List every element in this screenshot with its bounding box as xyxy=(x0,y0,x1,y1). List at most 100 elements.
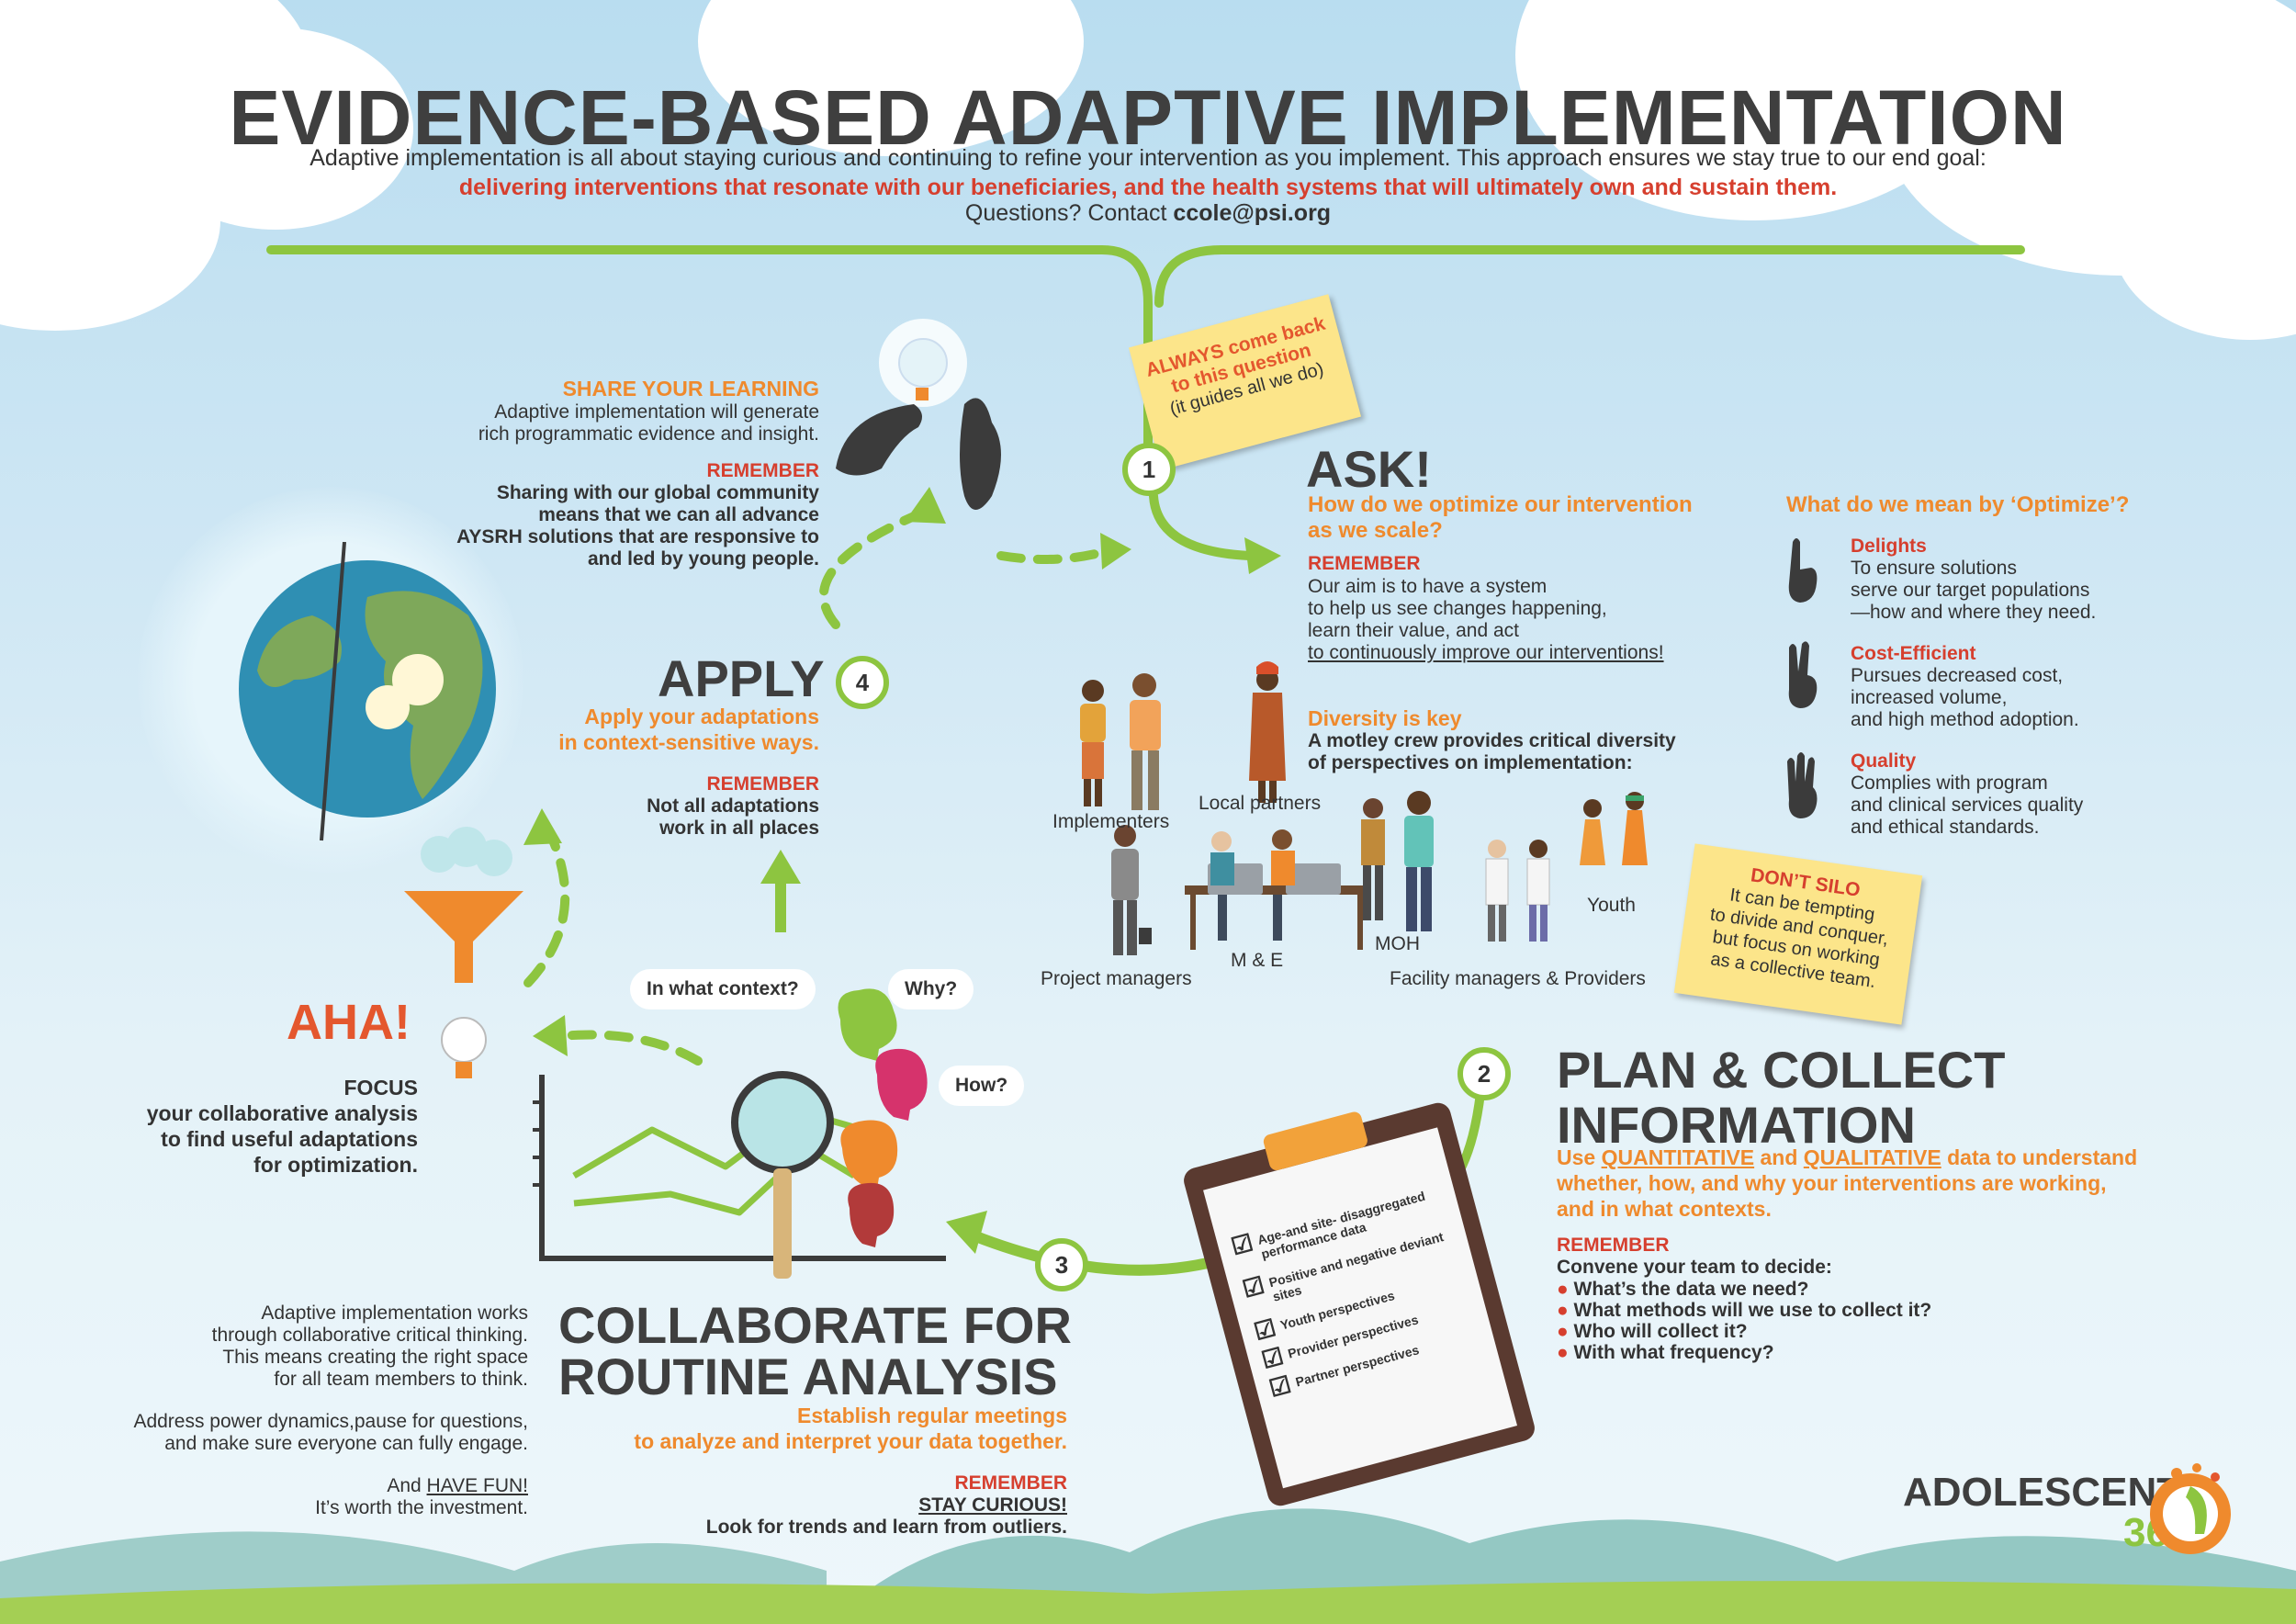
optimize-item-title: Cost-Efficient xyxy=(1851,643,1976,664)
optimize-item-title: Delights xyxy=(1851,536,1927,557)
optimize-quality: Quality Complies with program and clinic… xyxy=(1851,750,2083,839)
step-3-remember: REMEMBER xyxy=(954,1472,1067,1494)
label-m-and-e: M & E xyxy=(1231,950,1284,971)
optimize-item-line: —how and where they need. xyxy=(1851,602,2097,623)
checkbox-icon: ☑ xyxy=(1239,1270,1267,1303)
step-2-bullet-text: What methods will we use to collect it? xyxy=(1573,1300,1932,1321)
step-2-subtitle: Use QUANTITATIVE and QUALITATIVE data to… xyxy=(1557,1145,2137,1222)
youth-figures xyxy=(1580,792,1648,865)
step-3-stay-curious: STAY CURIOUS! xyxy=(918,1494,1067,1516)
step-3-subtitle: Establish regular meetings to analyze an… xyxy=(514,1403,1067,1454)
step-3-title: COLLABORATE FOR ROUTINE ANALYSIS xyxy=(558,1300,1072,1403)
optimize-item-line: and high method adoption. xyxy=(1851,709,2079,730)
diversity-title: Diversity is key xyxy=(1308,706,1462,730)
hands-sharing-lightbulb-icon xyxy=(836,319,1001,510)
step-4-remember-line: Not all adaptations xyxy=(647,795,819,817)
contact-prefix: Questions? Contact xyxy=(964,200,1174,226)
step-4-title: APPLY xyxy=(658,649,825,707)
step-4-remember-block: REMEMBER Not all adaptations work in all… xyxy=(459,773,819,840)
checklist: ☑Age-and site- disaggregated performance… xyxy=(1203,1127,1493,1403)
thinking-heads-illustration xyxy=(838,988,928,1247)
step-2-badge: 2 xyxy=(1458,1047,1511,1100)
step-2-bullet-text: With what frequency? xyxy=(1573,1342,1774,1363)
step-1-body: Our aim is to have a system to help us s… xyxy=(1308,576,1664,664)
collab-line: for all team members to think. xyxy=(274,1369,528,1390)
collab-line: and make sure everyone can fully engage. xyxy=(164,1433,528,1454)
aha-line: your collaborative analysis xyxy=(146,1101,418,1125)
contact-line: Questions? Contact ccole@psi.org xyxy=(0,200,2296,227)
checkbox-icon: ☑ xyxy=(1258,1341,1287,1374)
step-4-badge: 4 xyxy=(836,656,889,709)
optimize-heading: What do we mean by ‘Optimize’? xyxy=(1786,492,2130,517)
share-line: rich programmatic evidence and insight. xyxy=(478,423,819,445)
contact-email[interactable]: ccole@psi.org xyxy=(1173,200,1332,226)
optimize-item-line: To ensure solutions xyxy=(1851,558,2017,579)
step-1-title: ASK! xyxy=(1306,440,1432,498)
share-title: SHARE YOUR LEARNING xyxy=(562,377,819,400)
step-4-subtitle: Apply your adaptations in context-sensit… xyxy=(459,704,819,755)
step-2-rest: data to understand xyxy=(1941,1145,2138,1169)
step-3-subtitle-line: to analyze and interpret your data toget… xyxy=(634,1429,1067,1453)
optimize-item-line: and clinical services quality xyxy=(1851,795,2084,816)
step-2-and: and xyxy=(1754,1145,1804,1169)
label-implementers: Implementers xyxy=(1052,811,1170,832)
step-2-title-line: PLAN & COLLECT xyxy=(1557,1041,2006,1099)
bubble-how: How? xyxy=(939,1066,1025,1106)
diversity-body-line: of perspectives on implementation: xyxy=(1308,752,1633,773)
aha-line: to find useful adaptations xyxy=(161,1127,418,1151)
share-your-learning: SHARE YOUR LEARNING Adaptive implementat… xyxy=(367,377,819,570)
step-2-bullet-text: Who will collect it? xyxy=(1573,1321,1748,1342)
label-project-managers: Project managers xyxy=(1041,968,1192,989)
share-remember-line: AYSRH solutions that are responsive to xyxy=(456,526,819,547)
share-line: Adaptive implementation will generate xyxy=(494,401,819,423)
checkbox-icon: ☑ xyxy=(1251,1314,1279,1347)
optimize-item-title: Quality xyxy=(1851,750,1917,772)
optimize-item-line: and ethical standards. xyxy=(1851,817,2040,838)
funnel-icon xyxy=(404,827,523,983)
aha-focus: FOCUS your collaborative analysis to fin… xyxy=(92,1075,418,1178)
globe-icon xyxy=(239,542,496,841)
step-2-subtitle-line: Use QUANTITATIVE and QUALITATIVE data to… xyxy=(1557,1145,2137,1170)
bubble-in-what-context: In what context? xyxy=(630,969,816,1009)
share-remember: REMEMBER xyxy=(706,460,819,481)
optimize-item-line: serve our target populations xyxy=(1851,580,2090,601)
step-2-subtitle-line: and in what contexts. xyxy=(1557,1197,1772,1221)
step-3-badge: 3 xyxy=(1035,1238,1088,1291)
local-partners-figure xyxy=(1249,661,1286,803)
step-2-bullet-text: What’s the data we need? xyxy=(1573,1279,1809,1300)
aha-title: AHA! xyxy=(287,995,411,1050)
collaboration-notes: Adaptive implementation works through co… xyxy=(92,1303,528,1519)
collab-line: Adaptive implementation works xyxy=(261,1303,528,1324)
step-2-title: PLAN & COLLECT INFORMATION xyxy=(1557,1043,2005,1153)
page-title: EVIDENCE-BASED ADAPTIVE IMPLEMENTATION xyxy=(229,74,2067,161)
label-moh: MOH xyxy=(1375,933,1420,954)
collab-line: It’s worth the investment. xyxy=(315,1497,528,1518)
step-2-title-line: INFORMATION xyxy=(1557,1096,1916,1154)
step-3-remember-block: REMEMBER STAY CURIOUS! Look for trends a… xyxy=(514,1472,1067,1539)
step-2-subtitle-line: whether, how, and why your interventions… xyxy=(1557,1171,2107,1195)
diversity-body: A motley crew provides critical diversit… xyxy=(1308,730,1676,774)
diversity-body-line: A motley crew provides critical diversit… xyxy=(1308,730,1676,751)
adolescents-360-logo: ADOLESCENTS 360° xyxy=(1903,1460,2252,1562)
moh-figure-2 xyxy=(1404,791,1434,931)
step-1-remember: REMEMBER xyxy=(1308,553,1421,574)
collab-line: through collaborative critical thinking. xyxy=(211,1325,528,1346)
step-4-subtitle-line: Apply your adaptations xyxy=(584,705,819,728)
step-1-subtitle: How do we optimize our intervention xyxy=(1308,492,1693,517)
label-youth: Youth xyxy=(1587,895,1636,916)
collab-line: Address power dynamics,pause for questio… xyxy=(133,1411,528,1432)
step-3-subtitle-line: Establish regular meetings xyxy=(797,1404,1067,1427)
sticky-note-dont-silo: DON’T SILO It can be tempting to divide … xyxy=(1673,843,1923,1025)
team-people-illustration xyxy=(1080,661,1648,955)
step-3-look: Look for trends and learn from outliers. xyxy=(705,1517,1067,1538)
three-finger-hand-icon xyxy=(1787,752,1818,818)
aha-line: for optimization. xyxy=(253,1153,418,1177)
step-2-quantitative: QUANTITATIVE xyxy=(1601,1145,1755,1169)
step-3-title-line: ROUTINE ANALYSIS xyxy=(558,1348,1058,1405)
one-finger-hand-icon xyxy=(1788,538,1818,603)
collab-have-fun: HAVE FUN! xyxy=(426,1475,528,1496)
optimize-delights: Delights To ensure solutions serve our t… xyxy=(1851,536,2096,624)
step-2-bullet: ● What’s the data we need? xyxy=(1557,1279,1809,1300)
